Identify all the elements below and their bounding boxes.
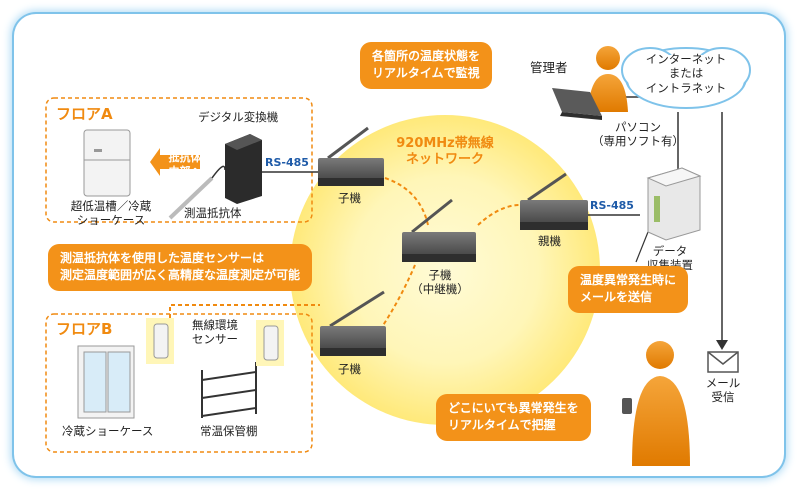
sensor-label-line2: センサー: [192, 332, 238, 347]
tag-arrow-graphic: [150, 148, 200, 176]
network-title: 920MHz帯無線 ネットワーク: [375, 136, 515, 169]
resistor-tag-line1: 抵抗体: [168, 151, 202, 164]
converter-label: デジタル変換機: [198, 110, 279, 124]
callout-monitor-line1: 各箇所の温度状態を: [372, 49, 481, 63]
sensor-label: 無線環境 センサー: [192, 318, 238, 347]
sensor-label-line1: 無線環境: [192, 318, 238, 332]
child-unit-a-label: 子機: [338, 191, 361, 205]
showcase-a-line2: ショーケース: [76, 213, 146, 228]
child-unit-a-graphic: [318, 126, 384, 186]
mail-label-line1: メール: [705, 376, 741, 390]
showcase-a-line1: 超低温槽／冷蔵: [70, 199, 152, 213]
callout-anywhere-line2: リアルタイムで把握: [448, 418, 556, 433]
floor-b-title: フロアB: [56, 320, 113, 338]
callout-anywhere: どこにいても異常発生を リアルタイムで把握: [436, 394, 591, 441]
relay-label-line2: （中継機）: [411, 282, 469, 297]
callout-monitor: 各箇所の温度状態を リアルタイムで監視: [360, 42, 493, 89]
cloud-graphic: [621, 47, 751, 109]
resistor-tag-line2: 内部へ: [168, 165, 202, 179]
floor-a-box: [45, 97, 313, 223]
rs485-label-parent: RS-485: [590, 199, 634, 212]
callout-alert-line1: 温度異常発生時に: [580, 273, 677, 287]
showcase-b-label: 冷蔵ショーケース: [62, 424, 154, 438]
pc-label-line1: パソコン: [615, 120, 661, 134]
admin-label: 管理者: [530, 60, 568, 75]
alert-pointer: [635, 231, 649, 263]
relay-label: 子機 （中継機）: [408, 268, 472, 297]
rs485-label-a: RS-485: [265, 156, 309, 169]
wireless-link-c: [379, 264, 416, 331]
relay-unit-graphic: [402, 198, 476, 262]
network-title-line1: 920MHz帯無線: [396, 136, 494, 151]
resistor-tag: 抵抗体 内部へ: [162, 148, 208, 183]
callout-alert: 温度異常発生時に メールを送信: [568, 266, 689, 313]
wireless-link-b: [477, 204, 521, 226]
wireless-link-sensors: [169, 304, 320, 318]
mail-envelope-graphic: [707, 351, 739, 373]
parent-unit-graphic: [520, 172, 588, 230]
cloud-label-line1: インターネット: [645, 52, 727, 66]
floor-b-box: [45, 313, 313, 453]
cloud-label-line2: または: [668, 66, 704, 81]
collector-graphic: [646, 167, 702, 241]
floor-a-title: フロアA: [56, 105, 113, 123]
admin-graphic: [552, 46, 628, 120]
cloud-label: インターネット または イントラネット: [636, 52, 736, 95]
relay-label-line1: 子機: [428, 268, 452, 282]
callout-sensor-line1: 測温抵抗体を使用した温度センサーは: [60, 251, 265, 265]
fridge-b-graphic: [77, 345, 135, 419]
cloud-label-line3: イントラネット: [645, 80, 727, 95]
showcase-a-label: 超低温槽／冷蔵 ショーケース: [56, 199, 166, 228]
child-unit-b-label: 子機: [338, 362, 361, 376]
mail-label: メール 受信: [700, 376, 746, 405]
sensor-2-graphic: [256, 320, 284, 366]
collector-label-line1: データ: [652, 244, 688, 258]
sensor-1-graphic: [146, 318, 174, 364]
converter-graphic: [225, 134, 262, 204]
network-title-line2: ネットワーク: [405, 152, 484, 168]
pc-label: パソコン （専用ソフト有）: [588, 120, 688, 149]
pc-label-line2: （専用ソフト有）: [592, 134, 684, 149]
mail-label-line2: 受信: [711, 390, 735, 405]
mobile-person-graphic: [622, 341, 690, 466]
fridge-a-graphic: [83, 129, 131, 197]
callout-sensor: 測温抵抗体を使用した温度センサーは 測定温度範囲が広く高精度な温度測定が可能: [48, 244, 313, 291]
mail-arrow-head: [716, 340, 728, 350]
callout-monitor-line2: リアルタイムで監視: [372, 66, 480, 81]
shelf-label: 常温保管棚: [200, 424, 258, 438]
callout-alert-line2: メールを送信: [580, 290, 653, 305]
resistor-probe-graphic: [168, 176, 214, 220]
callout-anywhere-line1: どこにいても異常発生を: [448, 401, 579, 415]
parent-label: 親機: [538, 234, 561, 248]
shelf-graphic: [201, 362, 257, 418]
child-unit-b-graphic: [320, 290, 386, 356]
callout-sensor-line2: 測定温度範囲が広く高精度な温度測定が可能: [60, 268, 301, 283]
resistor-label: 測温抵抗体: [184, 206, 242, 220]
